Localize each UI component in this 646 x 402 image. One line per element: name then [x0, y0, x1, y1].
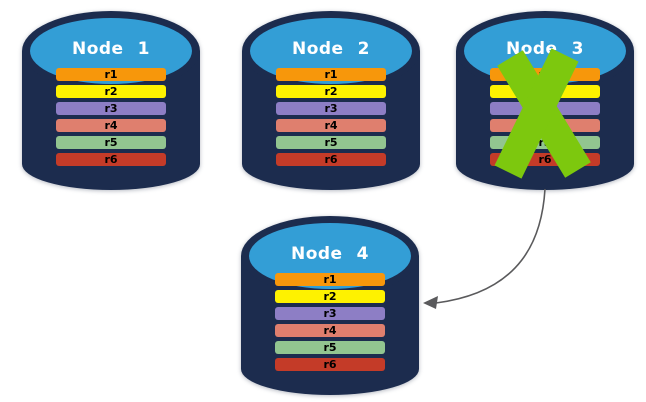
x-mark-icon [494, 48, 591, 179]
record-bar-r3: r3 [56, 102, 166, 115]
record-bar-r4: r4 [275, 324, 385, 337]
record-bar-r2: r2 [275, 290, 385, 303]
record-bar-r1: r1 [275, 273, 385, 286]
record-bar-r4: r4 [56, 119, 166, 132]
node-title: Node 3 [505, 39, 584, 59]
record-bar-r5: r5 [275, 341, 385, 354]
record-bar-r1: r1 [56, 68, 166, 81]
node-title: Node 4 [290, 244, 369, 264]
record-list: r1 r2 r3 r4 r5 r6 [56, 68, 166, 170]
node-title: Node 1 [71, 39, 150, 59]
record-list: r1 r2 r3 r4 r5 r6 [276, 68, 386, 170]
record-bar-r6: r6 [276, 153, 386, 166]
record-list: r1 r2 r3 r4 r5 r6 [275, 273, 385, 375]
node-2: Node 2 r1 r2 r3 r4 r5 r6 [241, 7, 421, 191]
record-bar-r6: r6 [275, 358, 385, 371]
record-bar-r2: r2 [276, 85, 386, 98]
node-4: Node 4 r1 r2 r3 r4 r5 r6 [240, 212, 420, 396]
record-bar-r1: r1 [276, 68, 386, 81]
record-bar-r6: r6 [56, 153, 166, 166]
node-1: Node 1 r1 r2 r3 r4 r5 r6 [21, 7, 201, 191]
record-bar-r4: r4 [276, 119, 386, 132]
record-bar-r5: r5 [56, 136, 166, 149]
record-bar-r3: r3 [275, 307, 385, 320]
node-3: Node 3 r1 r2 r3 r4 r5 r6 [455, 7, 635, 191]
record-bar-r3: r3 [276, 102, 386, 115]
record-bar-r5: r5 [276, 136, 386, 149]
node-title: Node 2 [291, 39, 370, 59]
record-bar-r2: r2 [56, 85, 166, 98]
